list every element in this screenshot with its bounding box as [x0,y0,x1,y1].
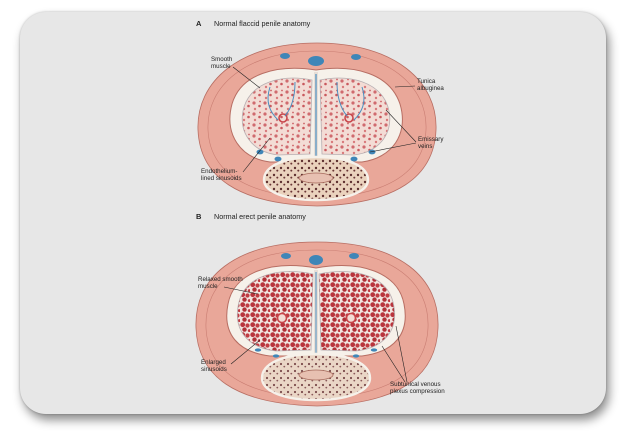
anatomy-figure: A Normal flaccid penile anatomy [195,19,445,407]
svg-text:muscle: muscle [198,283,218,290]
svg-text:lined sinusoids: lined sinusoids [201,175,242,182]
cavernous-artery-right-b [345,312,357,324]
svg-text:sinusoids: sinusoids [201,366,227,373]
svg-text:plexus compression: plexus compression [390,388,445,395]
vein-branch-right [336,81,365,121]
label-relaxed-smooth-muscle: Relaxed smooth muscle [198,276,259,295]
panel-a-letter: A [196,19,202,28]
panel-a-title: Normal flaccid penile anatomy [214,19,311,28]
svg-text:Tunica: Tunica [417,78,436,85]
label-endothelium-sinusoids: Endothelium- lined sinusoids [201,137,271,182]
flaccid-cross-section [197,42,437,207]
cavernous-artery-left-b [276,312,288,324]
corpus-cavernosum-right-b [318,271,395,352]
svg-text:Endothelium-: Endothelium- [201,168,237,175]
dorsal-vessel-left-b [281,253,291,259]
svg-text:Smooth: Smooth [211,56,233,63]
figure-card: A Normal flaccid penile anatomy [20,12,606,414]
label-smooth-muscle: Smooth muscle [211,56,261,89]
corpus-cavernosum-left [242,77,313,156]
svg-text:muscle: muscle [211,63,231,70]
deep-dorsal-vein [308,56,324,66]
vein-branch-left [267,81,296,121]
label-subtunical-compression: Subtunical venous plexus compression [381,325,445,395]
urethra-b [298,369,334,381]
svg-text:Relaxed smooth: Relaxed smooth [198,276,243,283]
deep-dorsal-vein-b [309,255,323,265]
svg-text:Enlarged: Enlarged [201,359,226,366]
svg-text:Emissary: Emissary [418,136,444,143]
dorsal-vessel-right-b [349,253,359,259]
urethra [298,172,334,184]
label-enlarged-sinusoids: Enlarged sinusoids [201,339,261,373]
dorsal-vessel-left [280,53,290,59]
label-emissary-veins: Emissary veins [369,109,444,153]
label-tunica-albuginea: Tunica albuginea [394,78,444,92]
panel-b-letter: B [196,212,202,221]
dorsal-vessel-right [351,54,361,60]
svg-text:albuginea: albuginea [417,85,444,92]
svg-text:veins: veins [418,143,432,150]
svg-text:Subtunical venous: Subtunical venous [390,381,441,388]
cavernous-artery-left [278,113,288,123]
panel-a: A Normal flaccid penile anatomy [196,19,444,207]
panel-b-title: Normal erect penile anatomy [214,212,306,221]
corpus-cavernosum-left-b [237,271,314,352]
panel-b: B Normal erect penile anatomy [195,212,445,407]
corpus-cavernosum-right [319,77,390,156]
erect-cross-section [195,241,439,407]
cavernous-artery-right [344,113,354,123]
